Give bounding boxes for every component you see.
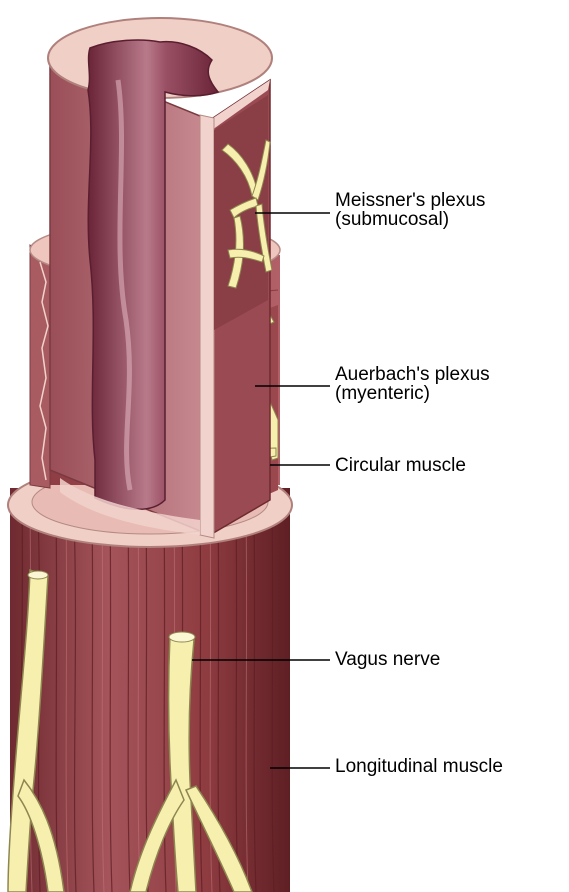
- label-longitudinal-muscle: Longitudinal muscle: [335, 757, 503, 776]
- label-circular-muscle: Circular muscle: [335, 456, 466, 475]
- label-auerbach-line1: Auerbach's plexus: [335, 365, 490, 384]
- label-vagus-nerve: Vagus nerve: [335, 650, 440, 669]
- label-meissner-plexus: Meissner's plexus (submucosal): [335, 191, 485, 229]
- label-meissner-line1: Meissner's plexus: [335, 191, 485, 210]
- label-auerbach-plexus: Auerbach's plexus (myenteric): [335, 365, 490, 403]
- label-auerbach-line2: (myenteric): [335, 384, 490, 403]
- label-meissner-line2: (submucosal): [335, 210, 485, 229]
